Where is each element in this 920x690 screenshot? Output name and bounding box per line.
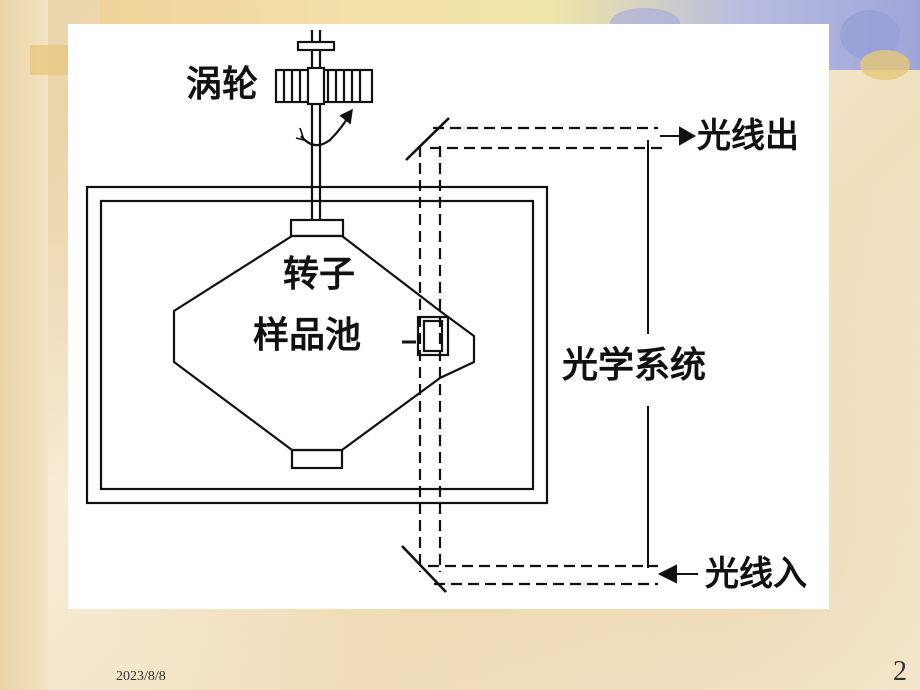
chamber-inner-wall — [99, 199, 535, 491]
sample-cell-label: 样品池 — [253, 315, 362, 356]
rotor-top-cap — [289, 218, 345, 238]
ultracentrifuge-diagram — [85, 30, 698, 593]
turbine-gear — [274, 66, 374, 106]
light-in-arrow — [657, 564, 677, 584]
light-in-label: 光线入 — [705, 554, 807, 594]
turbine-label: 涡轮 — [186, 64, 259, 105]
rotor-label: 转子 — [283, 254, 356, 295]
light-arrows — [657, 126, 698, 584]
rotation-arrow — [300, 113, 351, 147]
flower-decoration — [860, 50, 910, 80]
optical-system-label: 光学系统 — [562, 345, 707, 386]
left-decorative-strip — [0, 0, 48, 690]
light-out-label: 光线出 — [697, 116, 799, 156]
top-mirror — [405, 117, 450, 161]
light-path — [418, 126, 668, 586]
light-out-arrow — [679, 126, 697, 146]
shaft-top-bar — [296, 40, 336, 52]
rotor-bottom-cap — [290, 448, 344, 470]
chamber-outer-wall — [85, 185, 549, 505]
page-number: 2 — [893, 656, 907, 687]
footer-date: 2023/8/8 — [116, 669, 166, 684]
